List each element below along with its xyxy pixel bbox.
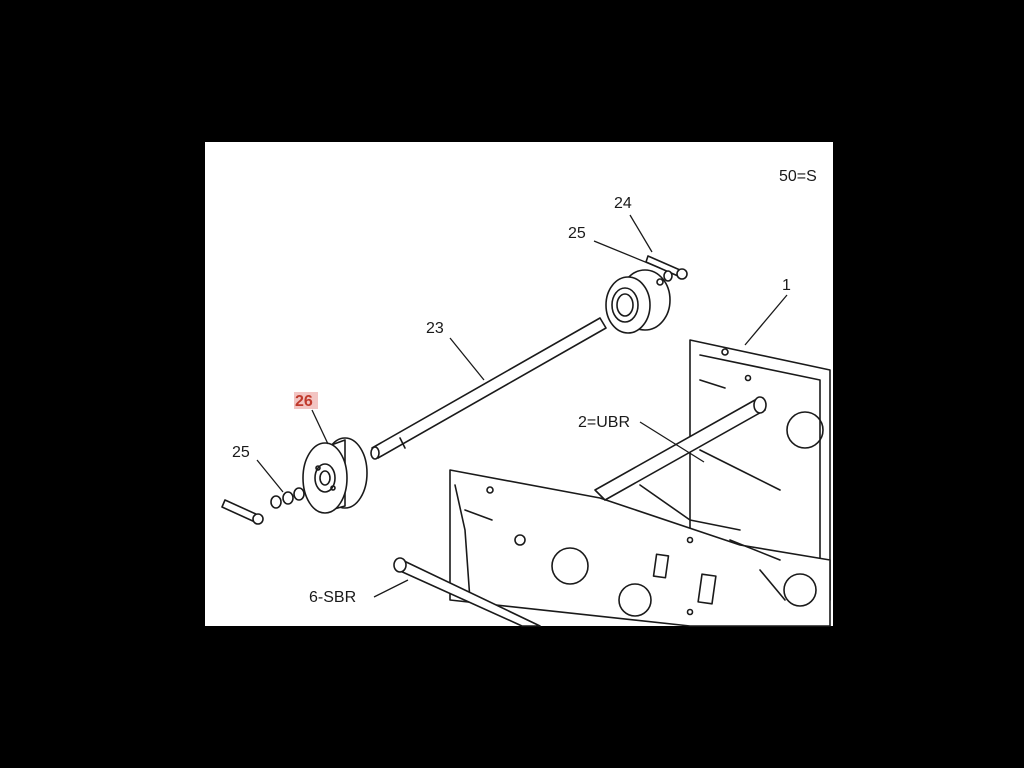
shaft: [370, 317, 607, 460]
bolt-left: [221, 487, 305, 525]
part-2-ubr-label: 2=UBR: [578, 414, 630, 431]
bearing-housing-right: [605, 269, 671, 334]
bolt-top: [645, 255, 688, 282]
upper-bar: [594, 396, 781, 531]
sheet-code-label: 50=S: [779, 168, 817, 185]
part-25-left-label: 25: [232, 444, 250, 461]
pulley: [302, 437, 368, 514]
part-25-top-label: 25: [568, 225, 586, 242]
part-24-label: 24: [614, 195, 632, 212]
lower-rod: [393, 557, 541, 627]
part-1-label: 1: [782, 277, 791, 294]
part-26-highlight: [294, 392, 318, 409]
part-26-label: 26: [295, 393, 313, 410]
leader-lines: [256, 214, 788, 598]
part-23-label: 23: [426, 320, 444, 337]
part-6-sbr-label: 6-SBR: [309, 589, 356, 606]
